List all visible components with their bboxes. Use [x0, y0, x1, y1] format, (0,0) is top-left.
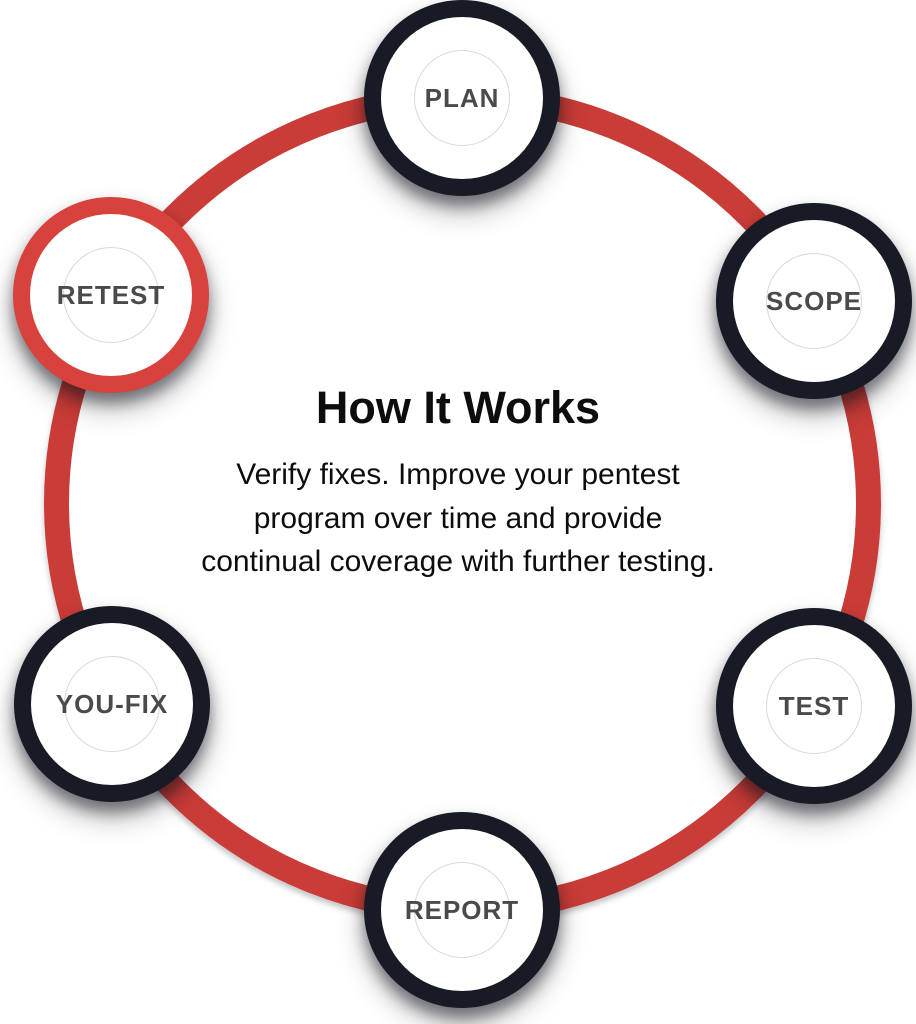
node-plan-label: PLAN	[424, 82, 500, 113]
node-plan: PLAN	[364, 0, 560, 196]
node-plan-inner: PLAN	[381, 17, 543, 179]
subtitle-line-1: Verify fixes. Improve your pentest	[236, 458, 680, 491]
node-you-fix-inner: YOU-FIX	[31, 623, 193, 785]
subtitle-line-2: program over time and provide	[253, 501, 663, 535]
node-scope-inner: SCOPE	[733, 220, 895, 382]
node-retest-label: RETEST	[56, 279, 166, 310]
node-retest-highlighted: RETEST	[13, 197, 209, 393]
node-retest-inner: RETEST	[30, 214, 192, 376]
node-you-fix-label: YOU-FIX	[55, 688, 169, 719]
node-report-label: REPORT	[404, 894, 520, 925]
node-test-inner: TEST	[733, 625, 895, 787]
node-test-label: TEST	[778, 690, 850, 721]
node-scope-label: SCOPE	[765, 285, 863, 316]
node-report: REPORT	[364, 812, 560, 1008]
node-test: TEST	[716, 608, 912, 804]
diagram-title: How It Works	[315, 382, 601, 433]
diagram-subtitle: Verify fixes. Improve your pentest progr…	[0, 453, 916, 584]
center-copy: How It Works Verify fixes. Improve your …	[0, 385, 916, 584]
node-scope: SCOPE	[716, 203, 912, 399]
node-report-inner: REPORT	[381, 829, 543, 991]
node-you-fix: YOU-FIX	[14, 606, 210, 802]
subtitle-line-3: continual coverage with further testing.	[201, 545, 715, 578]
